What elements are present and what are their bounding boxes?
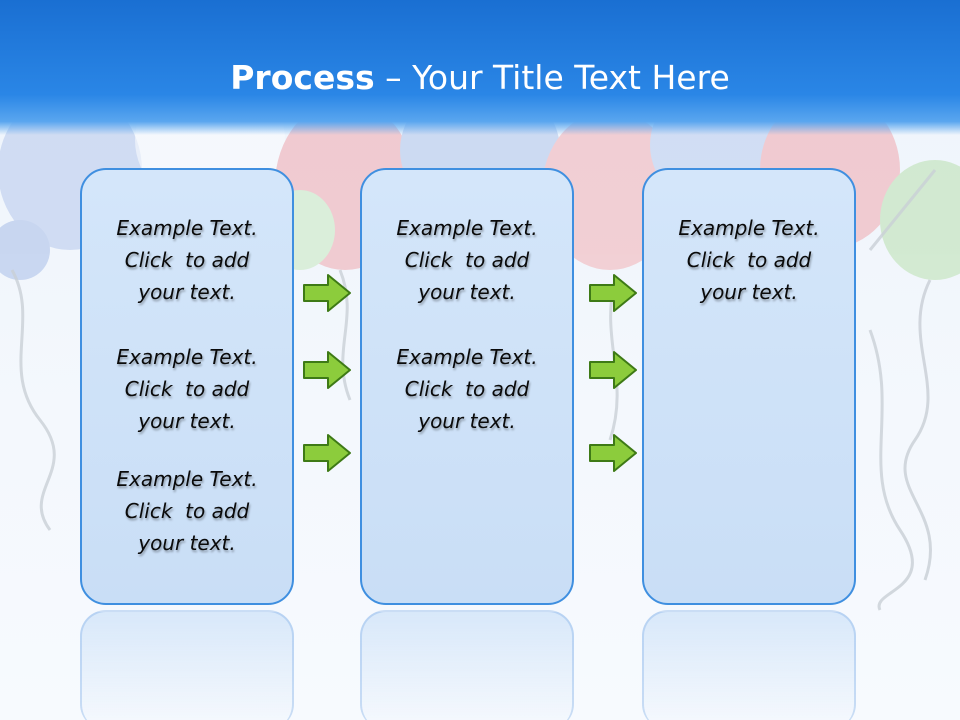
text-line: Example Text. bbox=[396, 345, 538, 369]
text-line: Example Text. bbox=[678, 216, 820, 240]
text-line: Click to add bbox=[404, 248, 530, 272]
process-box-1[interactable]: Example Text. Click to add your text. Ex… bbox=[80, 168, 294, 605]
text-line: your text. bbox=[418, 409, 516, 433]
text-line: your text. bbox=[700, 280, 798, 304]
right-arrow-icon bbox=[303, 274, 351, 312]
text-placeholder[interactable]: Example Text. Click to add your text. bbox=[82, 341, 292, 437]
box-reflection-1 bbox=[80, 610, 294, 720]
right-arrow-icon bbox=[589, 434, 637, 472]
text-placeholder[interactable]: Example Text. Click to add your text. bbox=[82, 212, 292, 308]
title-band bbox=[0, 0, 960, 135]
right-arrow-icon bbox=[589, 351, 637, 389]
text-line: your text. bbox=[418, 280, 516, 304]
text-line: Example Text. bbox=[116, 345, 258, 369]
text-line: Example Text. bbox=[396, 216, 538, 240]
process-box-2[interactable]: Example Text. Click to add your text. Ex… bbox=[360, 168, 574, 605]
text-line: Click to add bbox=[404, 377, 530, 401]
text-line: Click to add bbox=[124, 499, 250, 523]
text-line: Example Text. bbox=[116, 467, 258, 491]
box-reflection-2 bbox=[360, 610, 574, 720]
right-arrow-icon bbox=[589, 274, 637, 312]
text-line: your text. bbox=[138, 280, 236, 304]
process-box-3[interactable]: Example Text. Click to add your text. bbox=[642, 168, 856, 605]
right-arrow-icon bbox=[303, 351, 351, 389]
text-line: your text. bbox=[138, 409, 236, 433]
text-line: Example Text. bbox=[116, 216, 258, 240]
text-placeholder[interactable]: Example Text. Click to add your text. bbox=[362, 212, 572, 308]
slide-title[interactable]: Process – Your Title Text Here bbox=[0, 56, 960, 100]
text-line: Click to add bbox=[686, 248, 812, 272]
text-line: Click to add bbox=[124, 248, 250, 272]
title-bold-text: Process bbox=[230, 58, 375, 97]
right-arrow-icon bbox=[303, 434, 351, 472]
title-text: – Your Title Text Here bbox=[385, 58, 730, 97]
text-line: Click to add bbox=[124, 377, 250, 401]
text-line: your text. bbox=[138, 531, 236, 555]
text-placeholder[interactable]: Example Text. Click to add your text. bbox=[644, 212, 854, 308]
text-placeholder[interactable]: Example Text. Click to add your text. bbox=[82, 463, 292, 559]
box-reflection-3 bbox=[642, 610, 856, 720]
text-placeholder[interactable]: Example Text. Click to add your text. bbox=[362, 341, 572, 437]
